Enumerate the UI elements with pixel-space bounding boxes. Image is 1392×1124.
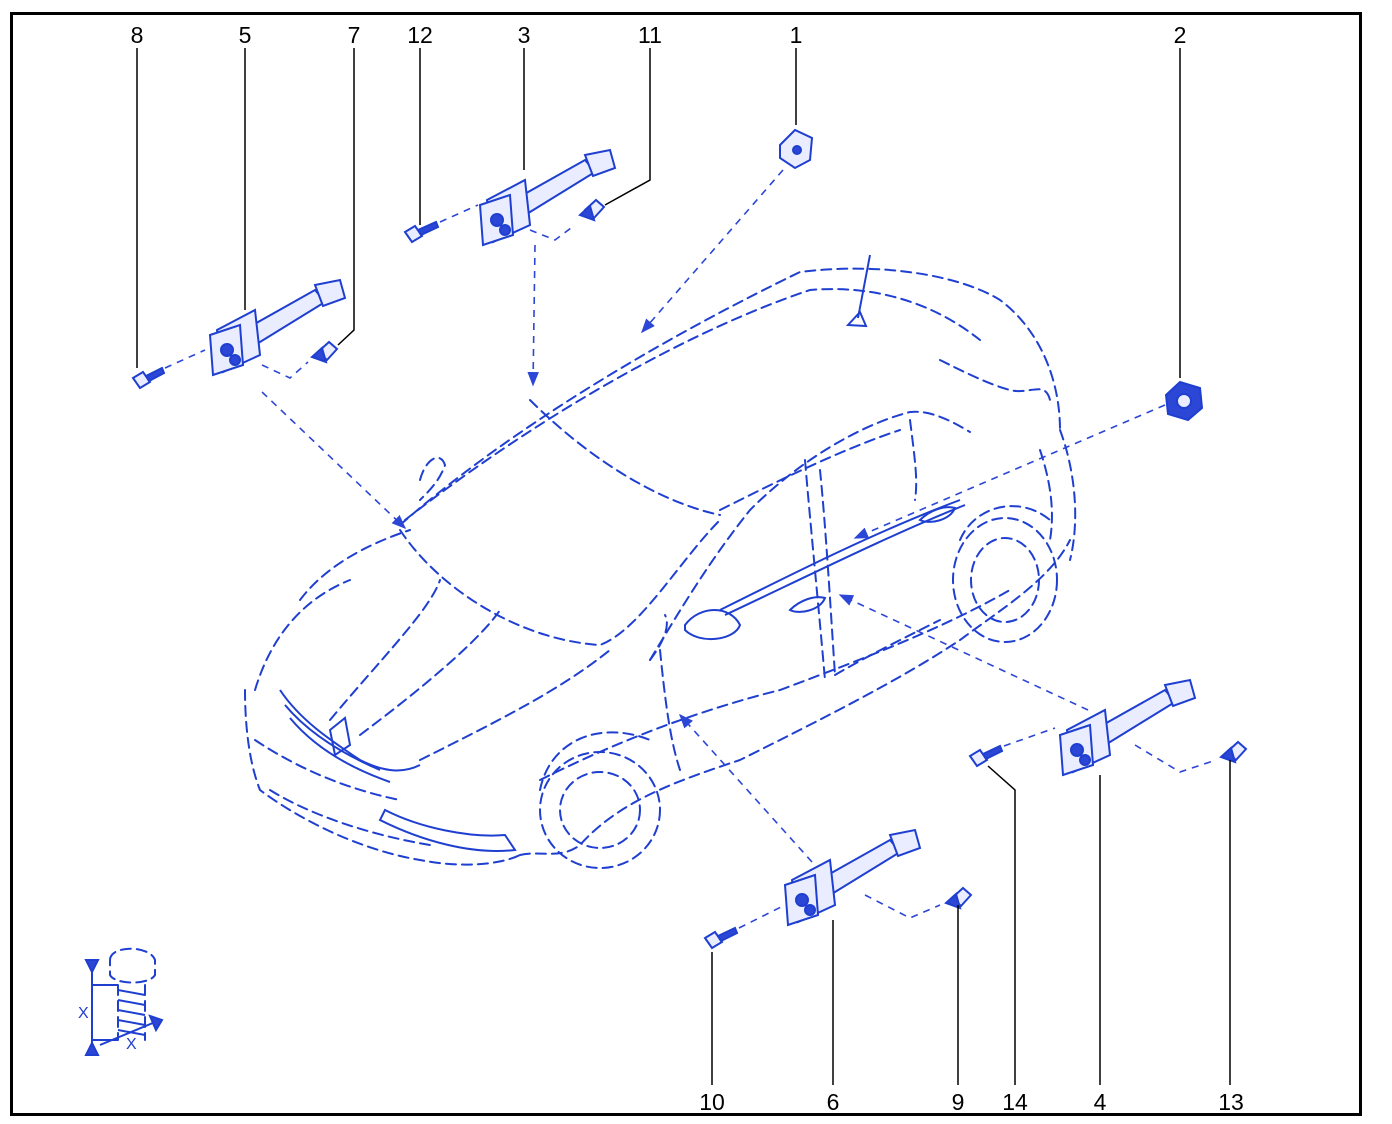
part-14-bolt: [968, 727, 1056, 768]
callout-8: 8: [131, 22, 144, 48]
callout-12: 12: [407, 22, 433, 48]
callout-2: 2: [1174, 22, 1187, 48]
part-8-bolt: [131, 349, 206, 390]
callout-7: 7: [348, 22, 361, 48]
callout-numbers: 8 5 7 12 3 11 1 2 10 6 9 14 4 13: [131, 22, 1244, 1115]
part-9-screw: [864, 886, 973, 919]
part-10-bolt: [703, 904, 786, 950]
bolt-dim-label-vertical: X: [78, 1005, 89, 1022]
callout-leaders: [136, 48, 1231, 1085]
callout-9: 9: [952, 1089, 965, 1115]
callout-6: 6: [827, 1089, 840, 1115]
part-3-door-check: [478, 148, 617, 247]
assembly-arrows: [261, 169, 1166, 863]
part-7-screw: [261, 340, 339, 379]
part-5-door-check: [208, 278, 347, 377]
callout-5: 5: [239, 22, 252, 48]
callout-11: 11: [638, 22, 662, 48]
part-1-clip: [779, 128, 814, 170]
part-13-screw: [1134, 740, 1248, 773]
bolt-dimension-detail: X X: [78, 947, 164, 1056]
part-11-screw: [529, 198, 606, 241]
bolt-dim-label-horizontal: X: [126, 1036, 137, 1053]
part-12-bolt: [403, 204, 479, 244]
diagram-frame: [10, 12, 1362, 1116]
callout-4: 4: [1094, 1089, 1107, 1115]
callout-1: 1: [790, 22, 803, 48]
callout-3: 3: [518, 22, 531, 48]
callout-10: 10: [699, 1089, 725, 1115]
car-body-outline: [244, 254, 1077, 869]
part-4-door-check: [1058, 678, 1197, 777]
callout-14: 14: [1002, 1089, 1028, 1115]
callout-13: 13: [1218, 1089, 1244, 1115]
part-2-grommet: [1164, 380, 1204, 422]
part-6-door-check: [783, 828, 922, 927]
